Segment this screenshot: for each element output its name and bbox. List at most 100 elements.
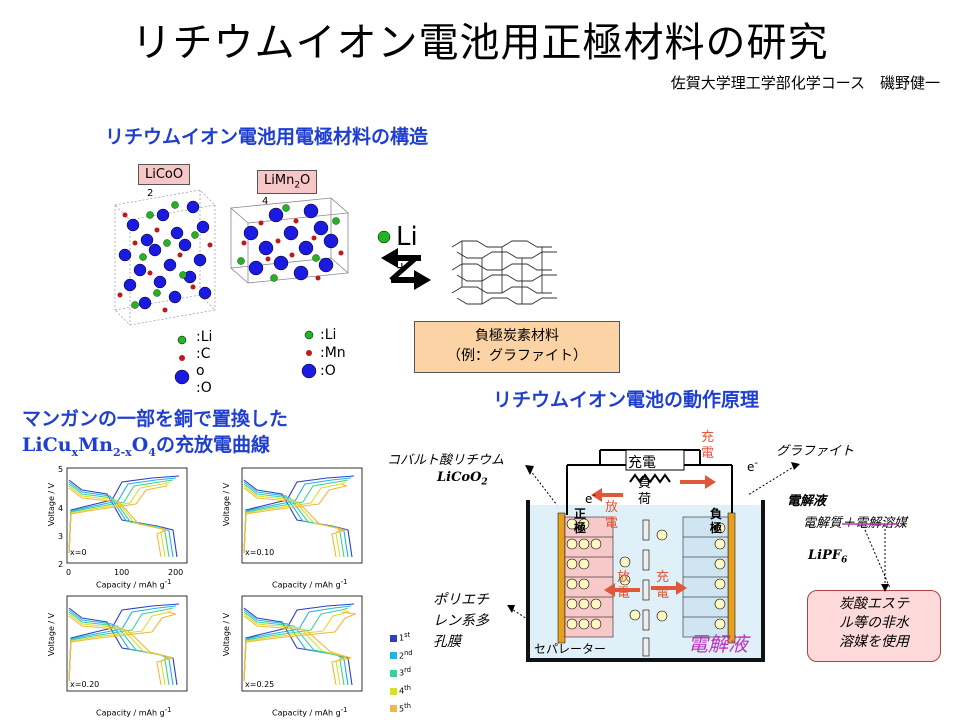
xlabel-4-text: Capacity / mAh g [272,708,341,718]
discharge-left-label: 放 電 [605,500,618,532]
pos-1: 正 [574,507,587,521]
sl1-n: 1 [399,633,405,643]
e-left: e [585,492,593,506]
neg-2: 極 [710,521,723,535]
charge-top-label: 充 電 [701,430,714,462]
discharge-curve-2-5 [243,487,347,558]
legend-left-o: :O [196,380,212,396]
sl5-suf: th [404,701,411,710]
charge-curve-1-3 [68,479,174,554]
double-arrow-icon [377,230,431,290]
plots-svg [66,467,363,692]
structure-heading: リチウムイオン電池用電極材料の構造 [105,126,429,148]
legend-left-co2: o [196,363,205,379]
formula-4: 4 [148,445,156,459]
discharge-curve-1-5 [68,487,169,558]
e-right-sign: - [754,458,758,469]
limn-o: O [300,173,311,188]
electrolyte-heading: 電解液 [787,494,827,509]
load-label: 負 荷 [638,476,651,508]
charge-curve-3-4 [68,610,171,682]
solvent-box: 炭酸エステ ル等の非水 溶媒を使用 [807,590,941,662]
series-legend-5: 5th [390,699,413,717]
xlabel-1: Capacity / mAh g-1 [96,578,171,590]
limn2o4-crystal-icon [230,197,349,284]
formula-2x: 2-x [112,445,132,459]
cathode-formula-sub: 2 [481,477,488,488]
formula-mn: Mn [78,434,113,456]
xlabel-4: Capacity / mAh g-1 [272,706,347,718]
page-title: リチウムイオン電池用正極材料の研究 [131,20,829,66]
cathode-name: コバルト酸リチウム [387,453,505,468]
carbon-material-box: 負極炭素材料 （例：グラファイト） [414,321,620,373]
sep-note-3: 孔膜 [433,634,461,650]
plot-frame-3 [66,595,188,692]
charge-curve-3-1 [68,603,180,682]
legend-right-dots [301,330,317,379]
legend-left: :Li :C o :O [196,329,212,397]
discharge-curve-4-5 [243,615,352,686]
legend-left-dots [174,335,190,385]
discharge-left-2: 電 [605,516,619,531]
carbon-box-line2: （例：グラファイト） [447,348,587,364]
ylabel-3: Voltage / V [47,612,57,657]
discharge-curve-1-2 [68,481,174,558]
charge-curve-1-2 [68,477,177,554]
ylabel-2: Voltage / V [222,482,232,527]
charge-curve-1-4 [68,481,171,554]
charge-mid-label: 充 電 [656,570,669,602]
electron-left: e- [585,490,596,506]
ylabel-4: Voltage / V [222,612,232,657]
formula-o: O [131,434,149,456]
sw2 [390,652,397,660]
discharge-curve-1-3 [68,483,170,558]
legend-right-li: :Li [320,327,337,343]
electrolyte-label: 電解液 [688,632,748,656]
limn-tag: LiMn2O [257,170,318,194]
sl3-n: 3 [399,668,405,678]
discharge-curve-3-5 [68,615,174,686]
cathode-formula-text: LiCoO [437,470,482,485]
charge-top-2: 電 [701,446,715,461]
discharge-mid-2: 電 [617,586,631,601]
legend-right-o: :O [320,363,336,379]
load-2: 荷 [638,492,652,507]
licoo-tag: LiCoO [138,164,191,185]
discharge-curve-1-4 [68,485,166,558]
xlabel-2-sup: -1 [340,578,348,586]
charge-curve-1-5 [68,483,168,554]
charge-curve-2-1 [243,475,355,554]
sl4-n: 4 [399,686,405,696]
ytick-3: 3 [58,532,64,541]
xtick-200: 200 [168,568,184,577]
solvent-line2: ル等の非水 [839,615,909,631]
limn-text: LiMn [264,173,295,188]
charge-mid-1: 充 [656,570,670,585]
formula-licu: LiCu [22,434,72,456]
formula-suffix: の充放電曲線 [155,434,270,456]
sw4 [390,687,397,695]
charge-curve-2-4 [243,481,346,554]
discharge-curve-2-2 [243,481,349,558]
xlabel-1-text: Capacity / mAh g [96,580,165,590]
separator-note: ポリエチ レン系多 孔膜 [433,590,489,653]
sl4-suf: th [404,683,411,692]
limn-sub2: 2 [294,180,301,191]
xlabel-2: Capacity / mAh g-1 [272,578,347,590]
series-legend-3: 3rd [390,663,413,681]
principle-heading: リチウムイオン電池の動作原理 [493,389,760,411]
electron-right: e- [747,458,758,474]
charge-top-1: 充 [701,430,715,445]
charge-curve-2-5 [243,483,348,554]
charge-curve-3-2 [68,605,177,682]
sw5 [390,705,397,713]
sep-note-2: レン系多 [433,613,489,629]
mn-formula: LiCuxMn2-xO4の充放電曲線 [22,430,270,459]
charge-discharge-plots [45,463,385,713]
discharge-curve-4-1 [243,607,353,686]
limn-sub4: 4 [262,196,269,207]
xlabel-1-sup: -1 [164,578,172,586]
series-legend-1: 1st [390,628,413,646]
discharge-left-1: 放 [605,500,619,515]
licoo-sub: 2 [147,188,154,199]
